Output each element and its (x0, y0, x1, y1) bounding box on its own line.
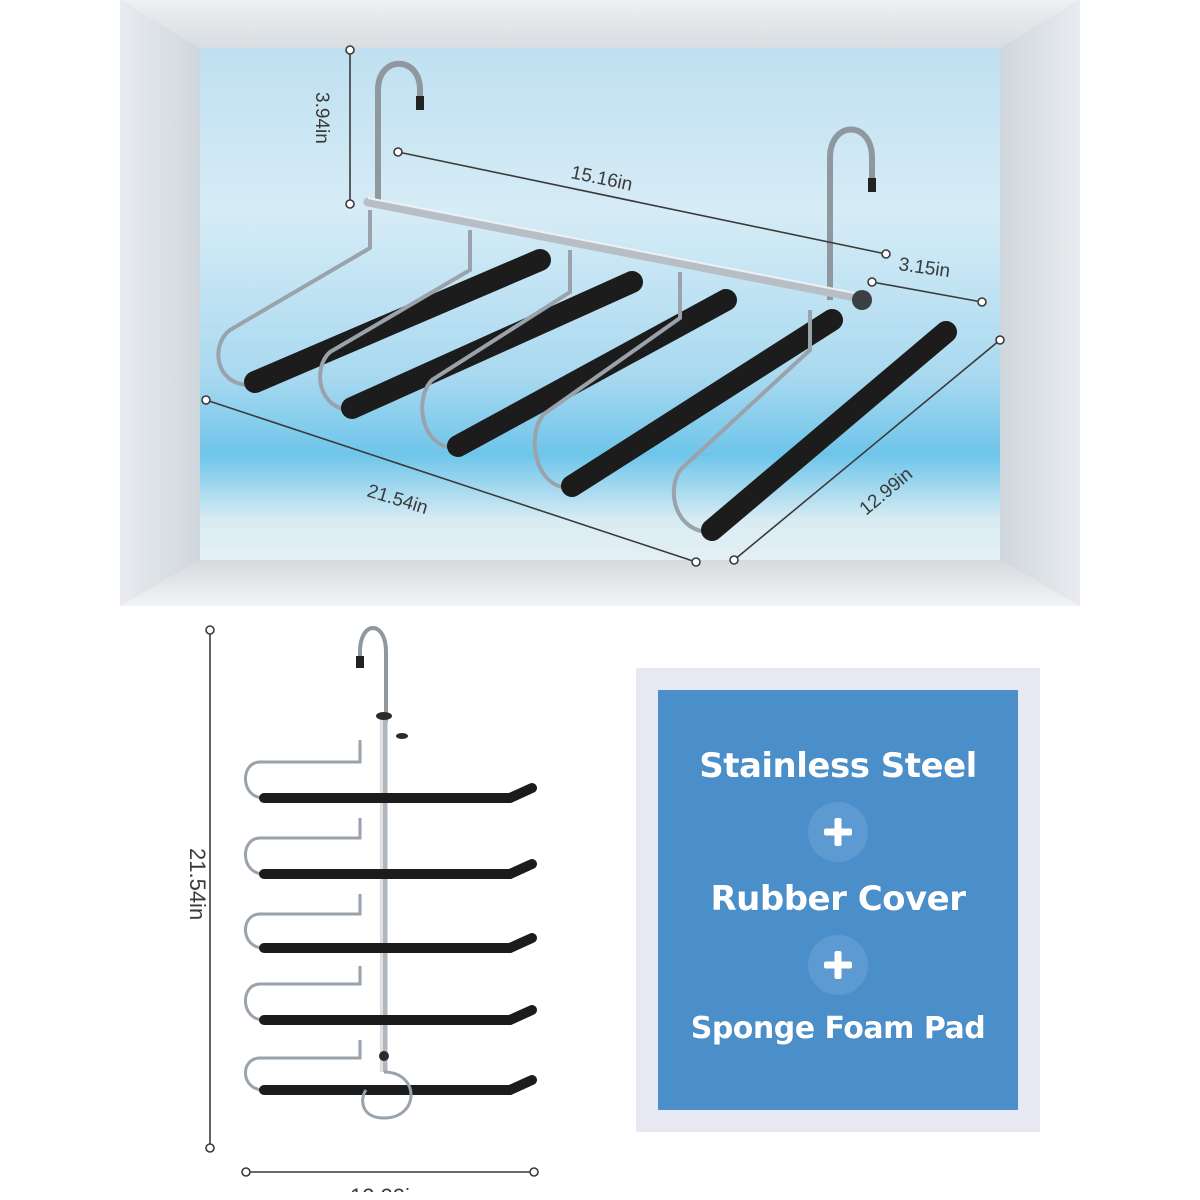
material-stainless-steel: Stainless Steel (699, 746, 977, 786)
hanger-side-illustration: 21.54in 12.99in (185, 625, 539, 1200)
hanger-perspective-illustration: 3.94in 15.16in 3.15in 21.54in 12.99in (120, 0, 1080, 606)
materials-panel: Stainless Steel Rubber Cover Sponge Foam… (636, 668, 1040, 1132)
hanger-side-view: 21.54in 12.99in (160, 612, 580, 1200)
hanger-rungs (216, 210, 957, 541)
side-rungs (244, 740, 537, 1120)
material-sponge-foam-pad: Sponge Foam Pad (690, 1011, 986, 1046)
side-height-label: 21.54in (185, 848, 210, 920)
height-dimension (205, 625, 539, 1177)
materials-card: Stainless Steel Rubber Cover Sponge Foam… (658, 690, 1018, 1110)
product-photo-dimensions: 3.94in 15.16in 3.15in 21.54in 12.99in (120, 0, 1080, 606)
plus-icon (808, 934, 868, 995)
plus-icon (808, 802, 868, 863)
material-rubber-cover: Rubber Cover (710, 878, 966, 919)
dimension-lines (201, 45, 1005, 567)
hook-height-label: 3.94in (311, 92, 332, 144)
side-width-label: 12.99in (350, 1184, 422, 1192)
